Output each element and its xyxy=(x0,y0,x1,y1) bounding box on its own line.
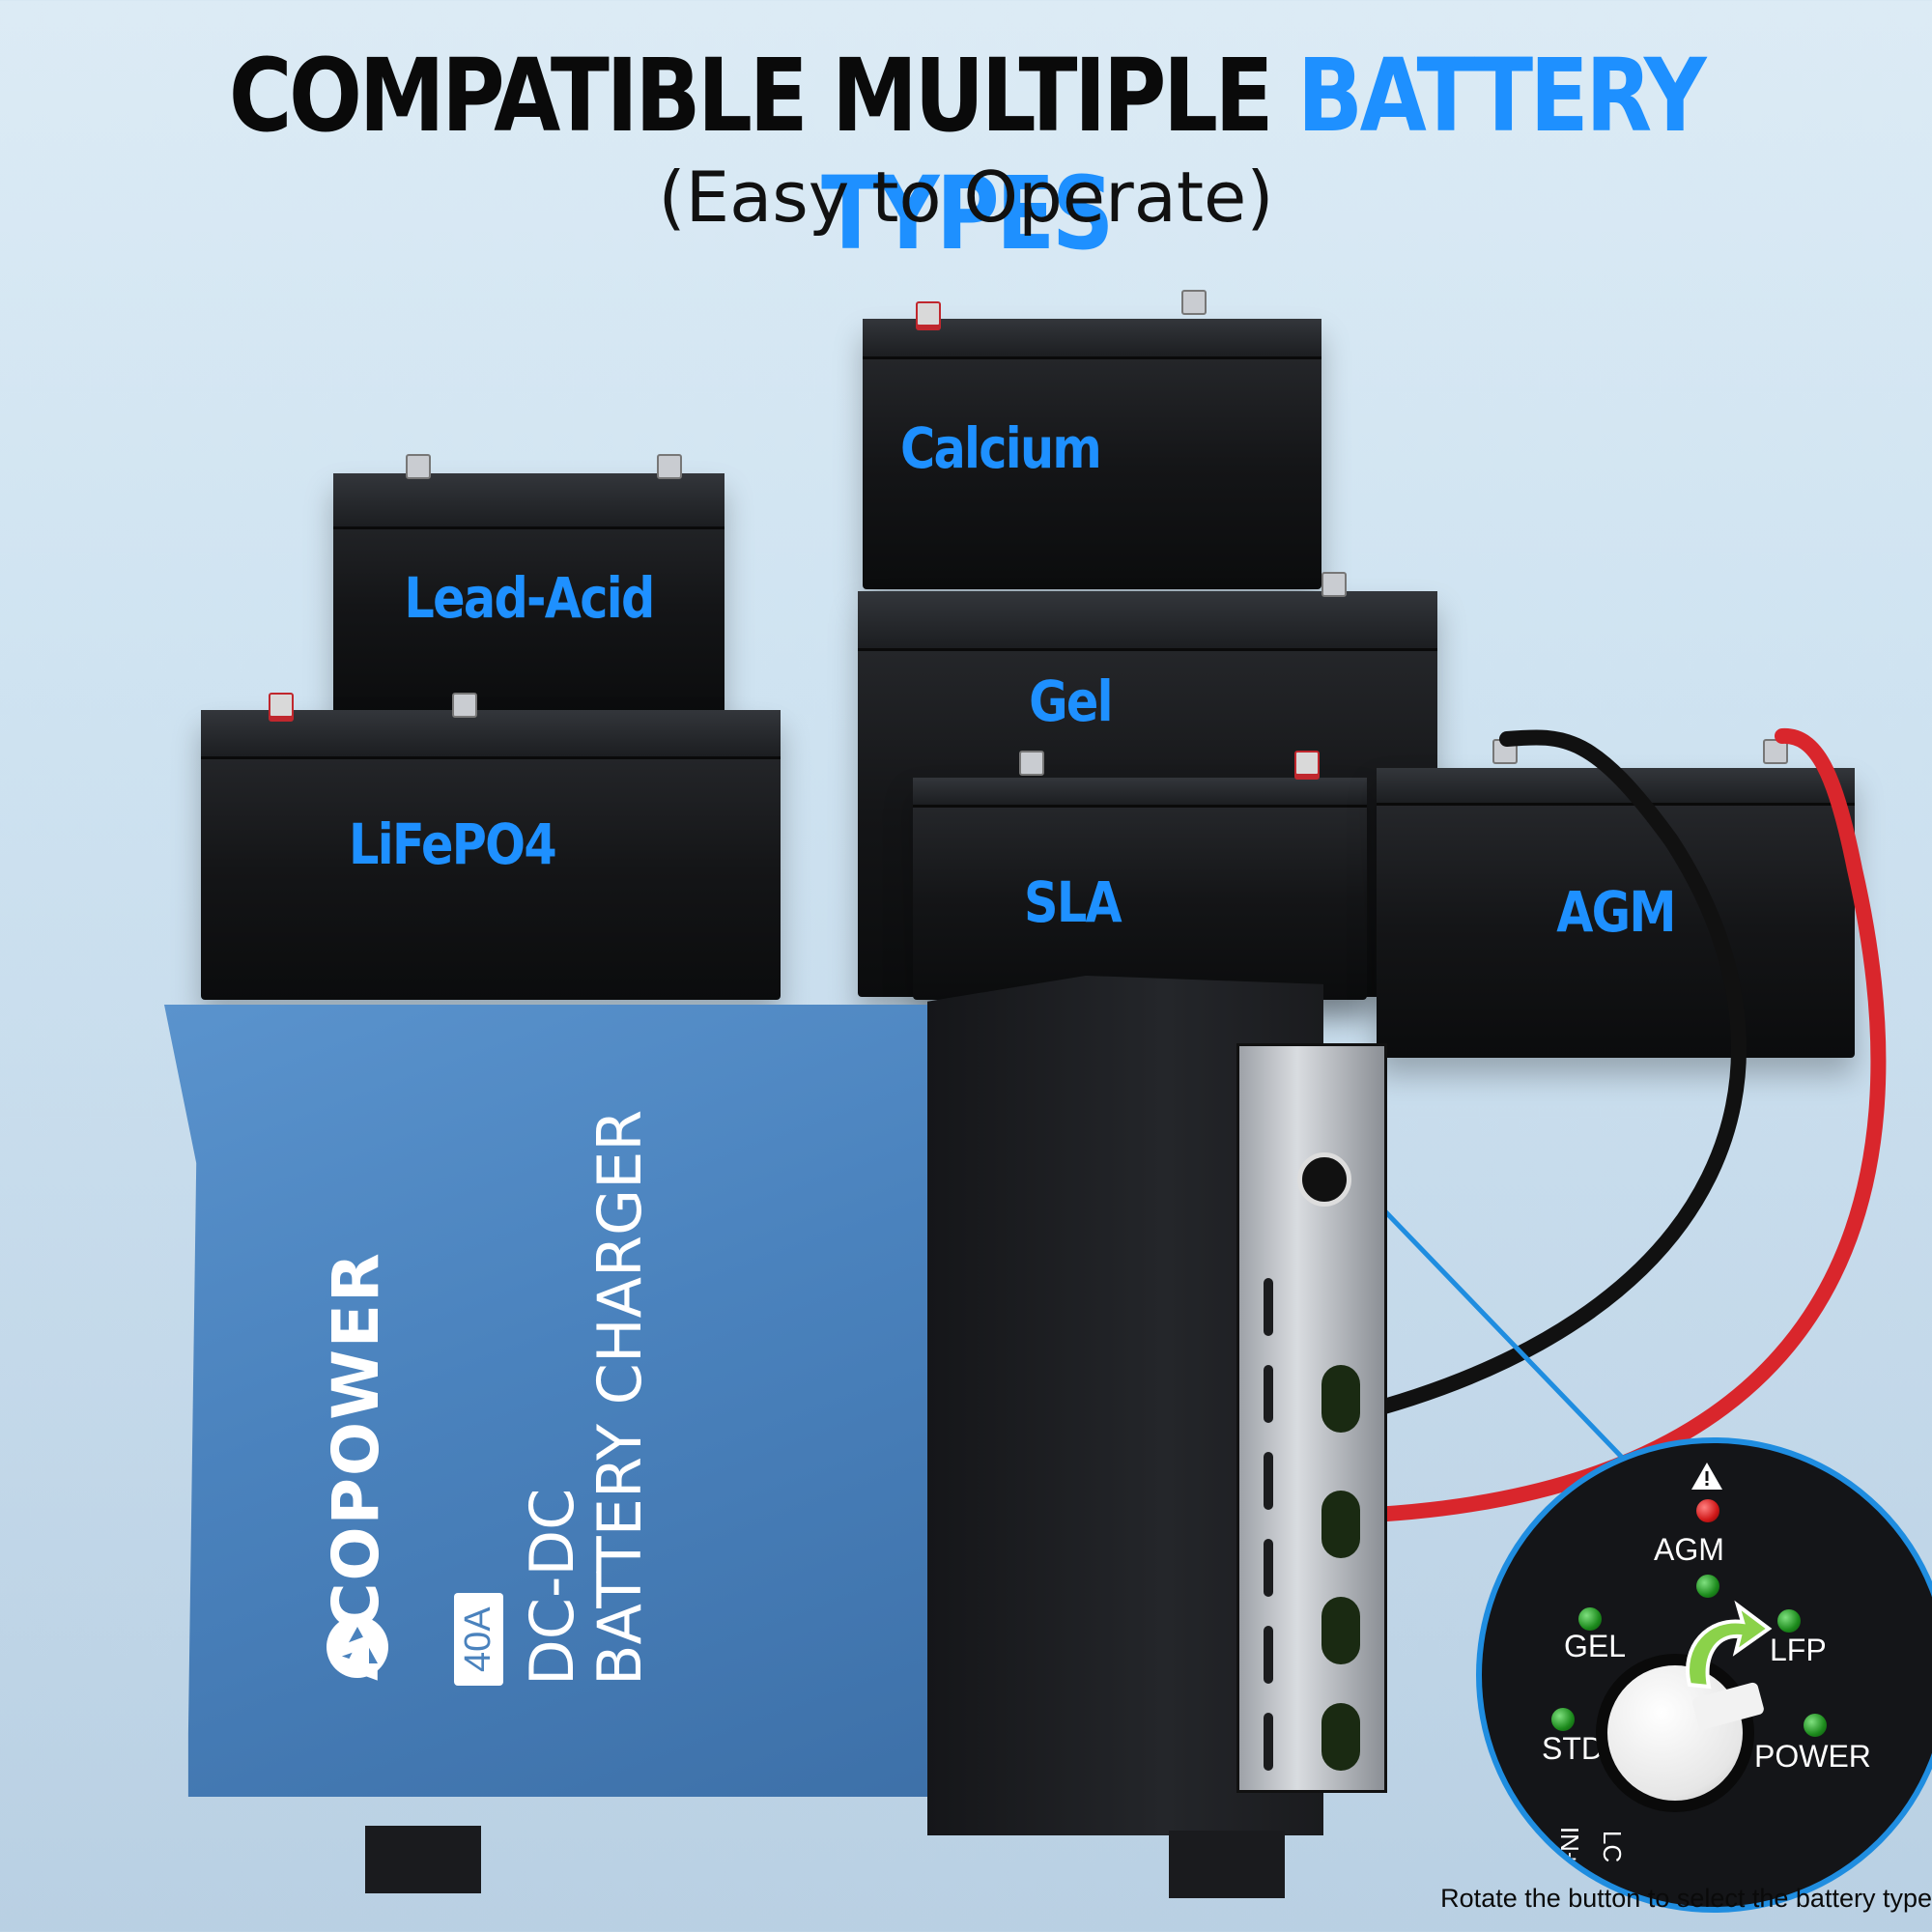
battery-calcium: Calcium xyxy=(863,290,1321,589)
charger-blue-housing xyxy=(164,1005,966,1797)
charger-brand: ACOPOWER xyxy=(319,1251,393,1681)
black-cable xyxy=(1325,729,1747,1428)
led-warning xyxy=(1696,1499,1719,1522)
mounting-foot-right xyxy=(1169,1831,1285,1898)
input-terminal-negative xyxy=(1321,1597,1360,1664)
charger-type-line1: DC-DC xyxy=(517,1488,587,1686)
callout-line xyxy=(1379,1206,1634,1470)
battery-agm: AGM xyxy=(1377,739,1855,1058)
headline: COMPATIBLE MULTIPLE BATTERY TYPES xyxy=(135,37,1797,272)
led-std xyxy=(1551,1708,1575,1731)
warning-icon xyxy=(1691,1463,1722,1490)
battery-lifepo4: LiFePO4 xyxy=(201,693,781,1000)
charger-rating-badge: 40A xyxy=(454,1593,503,1686)
battery-sla: SLA xyxy=(913,751,1367,1000)
battery-label-calcium: Calcium xyxy=(899,415,1102,481)
rotate-arrow-icon xyxy=(1686,1600,1773,1690)
selector-knob-small[interactable] xyxy=(1297,1152,1351,1207)
selector-zoom-callout: AGM GEL LFP STD POWER IN- IN+ LC xyxy=(1476,1437,1932,1913)
selector-label-lfp: LFP xyxy=(1770,1633,1827,1667)
caption: Rotate the button to select the battery … xyxy=(1440,1884,1932,1913)
led-agm xyxy=(1696,1575,1719,1598)
headline-part2: BATTERY TYPES xyxy=(821,37,1706,272)
selector-label-gel: GEL xyxy=(1564,1629,1627,1663)
output-terminal-positive xyxy=(1321,1491,1360,1558)
battery-label-sla: SLA xyxy=(1024,869,1122,935)
battery-label-gel: Gel xyxy=(1029,668,1113,734)
led-power xyxy=(1804,1714,1827,1737)
led-gel xyxy=(1578,1607,1602,1631)
battery-label-lead-acid: Lead-Acid xyxy=(404,565,655,631)
port-label-in-plus: IN+ xyxy=(1555,1826,1585,1867)
port-label-lc: LC xyxy=(1598,1830,1628,1863)
charger-type-line2: BATTERY CHARGER xyxy=(584,1109,655,1686)
subtitle: (Easy to Operate) xyxy=(658,156,1274,238)
battery-lead-acid: Lead-Acid xyxy=(333,454,724,715)
selector-label-power: POWER xyxy=(1754,1739,1871,1774)
selector-label-agm: AGM xyxy=(1654,1532,1724,1567)
battery-label-agm: AGM xyxy=(1556,879,1676,945)
port-label-in-minus: IN- xyxy=(1511,1828,1541,1861)
selector-label-std: STD xyxy=(1542,1731,1604,1766)
led-lfp xyxy=(1777,1609,1801,1633)
charger-side-panel xyxy=(1236,1043,1387,1793)
mounting-foot-left xyxy=(365,1826,481,1893)
input-terminal-positive xyxy=(1321,1703,1360,1771)
output-terminal-negative xyxy=(1321,1365,1360,1433)
headline-part1: COMPATIBLE MULTIPLE xyxy=(228,37,1274,155)
battery-label-lifepo4: LiFePO4 xyxy=(349,811,557,877)
acopower-logo-icon xyxy=(327,1616,388,1678)
